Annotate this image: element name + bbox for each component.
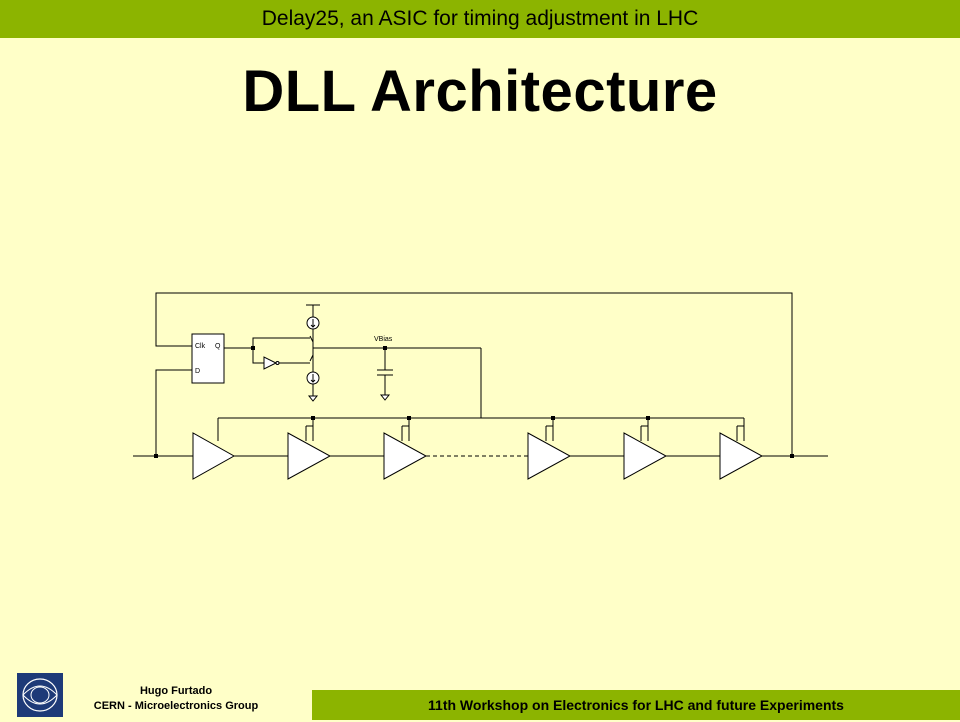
diagram-wires [133, 292, 828, 457]
cern-logo-icon [17, 673, 63, 717]
workshop-text: 11th Workshop on Electronics for LHC and… [428, 697, 844, 713]
slide-title: DLL Architecture [242, 59, 718, 124]
delay-cell [527, 432, 572, 480]
switches [309, 335, 314, 362]
delay-cell [383, 432, 428, 480]
flip-flop [191, 333, 225, 384]
author-group: CERN - Microelectronics Group [93, 700, 259, 712]
header-bar: Delay25, an ASIC for timing adjustment i… [0, 0, 960, 38]
delay-cell [623, 432, 668, 480]
current-source-bottom [306, 371, 320, 385]
delay-cell [287, 432, 332, 480]
author-name: Hugo Furtado [139, 685, 213, 697]
header-text: Delay25, an ASIC for timing adjustment i… [261, 7, 699, 30]
delay-cell [719, 432, 764, 480]
vbias-label: VBias [374, 336, 393, 343]
author-block: Hugo Furtado CERN - Microelectronics Gro… [70, 684, 282, 714]
current-source-top [306, 316, 320, 330]
delay-cell [192, 432, 236, 480]
delay-line [192, 432, 764, 480]
junction-dots [154, 346, 794, 458]
ground-icon [379, 394, 391, 401]
q-label: Q [215, 343, 221, 350]
ground-icon [307, 395, 319, 402]
clk-label: Clk [195, 343, 206, 350]
inverter [263, 356, 278, 370]
footer-bar: 11th Workshop on Electronics for LHC and… [312, 690, 960, 720]
d-label: D [195, 368, 200, 375]
